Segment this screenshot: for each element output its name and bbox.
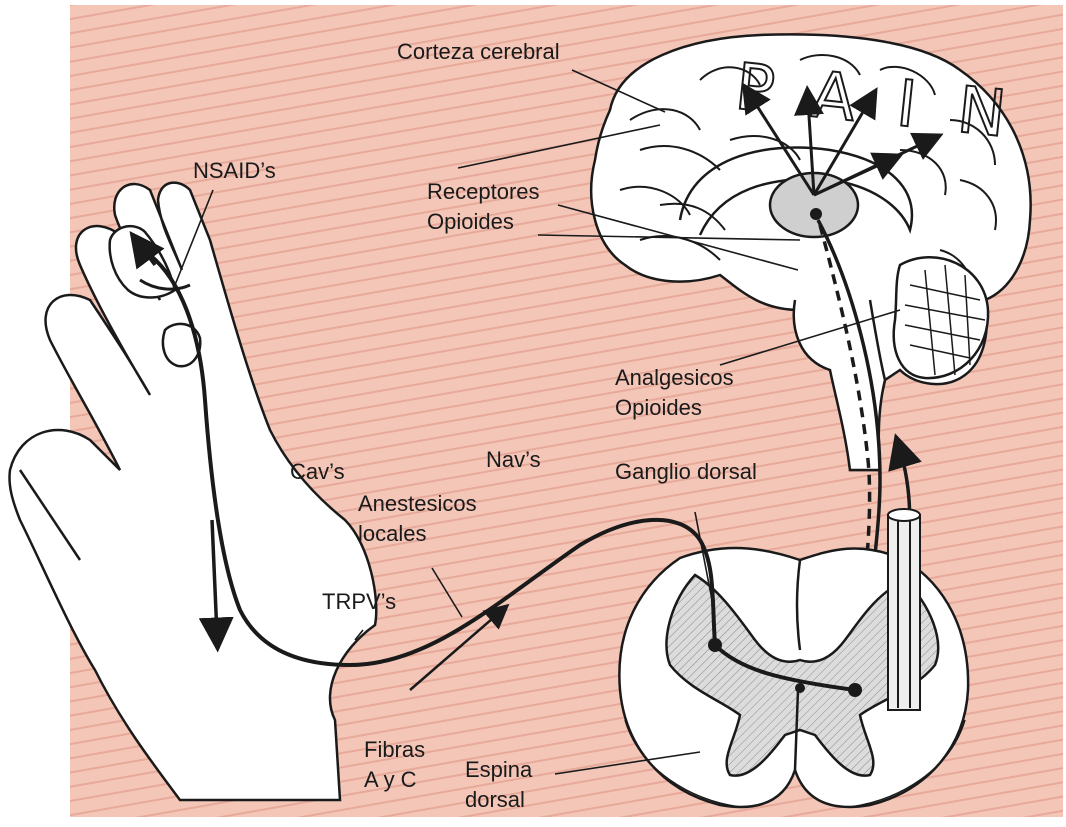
central-canal (795, 683, 805, 693)
label-nsaids: NSAID’s (193, 157, 276, 184)
label-ganglio-dorsal: Ganglio dorsal (615, 458, 757, 485)
label-analgesicos-line1: Analgesicos (615, 364, 734, 391)
label-cavs: Cav’s (290, 458, 345, 485)
label-receptores-line2: Opioides (427, 208, 514, 235)
label-espina-line1: Espina (465, 756, 532, 783)
label-receptores-line1: Receptores (427, 178, 540, 205)
thalamus-neuron (810, 208, 822, 220)
label-navs: Nav’s (486, 446, 541, 473)
label-analgesicos-line2: Opioides (615, 394, 702, 421)
label-corteza-cerebral: Corteza cerebral (397, 38, 560, 65)
label-anestesicos-line1: Anestesicos (358, 490, 477, 517)
nerve-root-cylinder (888, 509, 920, 710)
label-trpvs: TRPV’s (322, 588, 396, 615)
label-fibras-line2: A y C (364, 766, 417, 793)
label-anestesicos-line2: locales (358, 520, 426, 547)
label-fibras-line1: Fibras (364, 736, 425, 763)
label-espina-line2: dorsal (465, 786, 525, 813)
